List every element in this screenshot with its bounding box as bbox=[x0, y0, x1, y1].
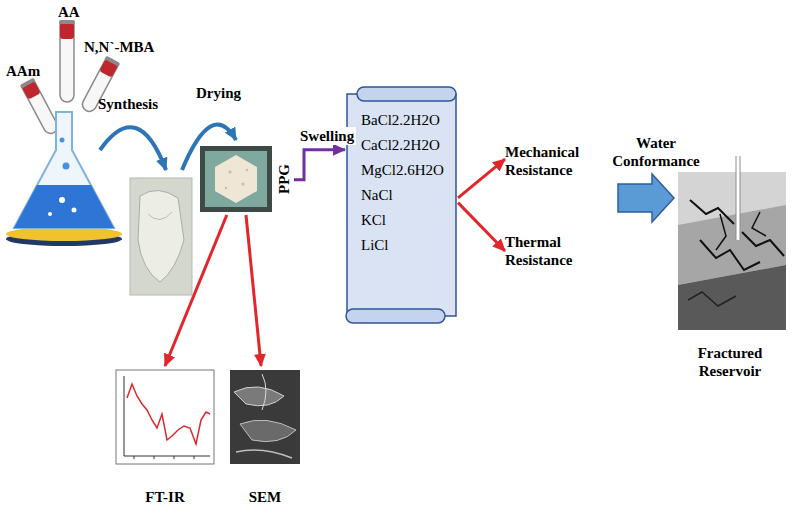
salt-scroll: BaCl2.2H2O CaCl2.2H2O MgCl2.6H2O NaClKClLiC… bbox=[345, 85, 458, 325]
annotation-label: AAm bbox=[6, 62, 40, 80]
chart-panel: FT-IR bbox=[112, 366, 218, 510]
annotation-label: Water Conformance bbox=[608, 134, 704, 170]
connector-arrow bbox=[458, 203, 505, 251]
node-label: SEM bbox=[249, 488, 282, 506]
gel-photo bbox=[130, 178, 192, 295]
node-label: PPG bbox=[275, 164, 293, 194]
connector-arrow bbox=[458, 159, 505, 198]
node-label: Mechanical Resistance bbox=[505, 143, 605, 179]
annotation-label: Synthesis bbox=[98, 95, 158, 113]
annotation-label: AA bbox=[58, 3, 80, 21]
test-tube bbox=[59, 20, 75, 102]
reservoir-image bbox=[678, 156, 786, 330]
property-text: Thermal Resistance bbox=[505, 233, 605, 269]
powder-photo bbox=[200, 146, 272, 212]
ftir-chart bbox=[116, 370, 214, 464]
node-label: FT-IR bbox=[145, 488, 184, 506]
property-text: Mechanical Resistance bbox=[505, 143, 605, 179]
list-item: CaCl2.2H2O bbox=[361, 136, 440, 154]
sem-image bbox=[230, 370, 300, 464]
list-item: MgCl2.6H2O bbox=[361, 161, 444, 179]
node-label: Thermal Resistance bbox=[505, 233, 605, 269]
list-item: KCl bbox=[361, 211, 386, 229]
scroll-roll bbox=[357, 87, 456, 101]
connector-arrow bbox=[294, 150, 345, 180]
image-panel: SEM bbox=[226, 366, 304, 510]
list-item: BaCl2.2H2O bbox=[361, 111, 440, 129]
scroll-roll bbox=[346, 309, 445, 323]
annotation-label: N,N`-MBA bbox=[84, 38, 154, 56]
product-photo: PPG bbox=[198, 143, 294, 215]
reservoir-panel: Fractured Reservoir bbox=[671, 148, 789, 384]
flask bbox=[6, 112, 122, 246]
block-arrow bbox=[618, 174, 674, 222]
annotation-label: Drying bbox=[196, 84, 241, 102]
connector-arrow bbox=[246, 215, 261, 366]
edge-label: Swelling bbox=[298, 127, 356, 145]
list-item: NaCl bbox=[361, 186, 393, 204]
process-arrow bbox=[100, 127, 166, 170]
connector-arrow bbox=[165, 215, 227, 366]
list-item: LiCl bbox=[361, 236, 389, 254]
node-label: Fractured Reservoir bbox=[671, 344, 789, 380]
test-tube bbox=[20, 78, 61, 137]
scroll-body bbox=[347, 94, 456, 316]
